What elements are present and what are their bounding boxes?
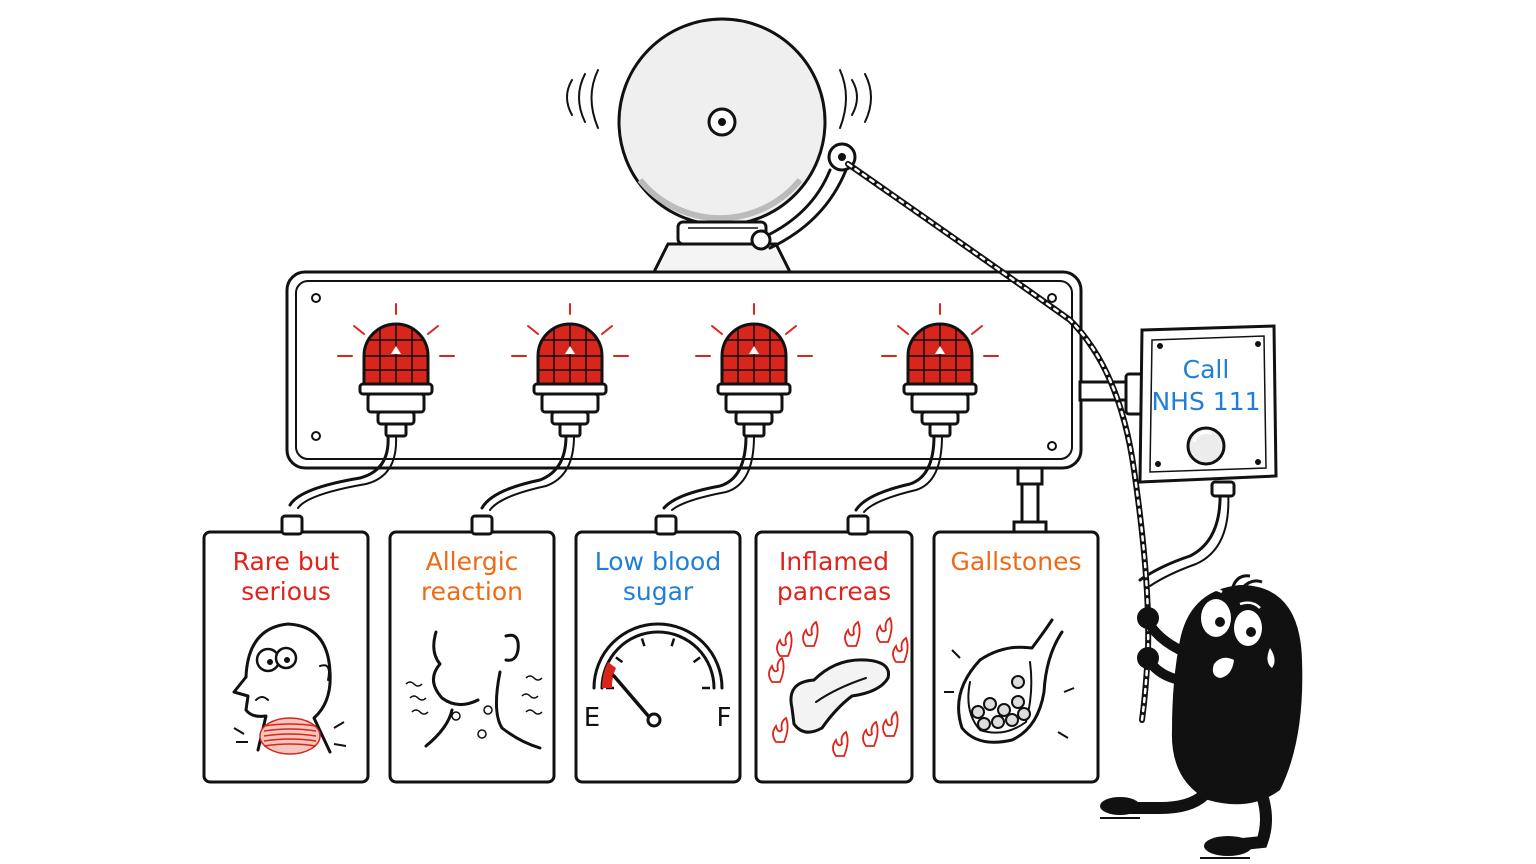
card-title-line2: reaction <box>421 577 523 606</box>
card-title-line1: Gallstones <box>951 547 1082 576</box>
alarm-bell-icon <box>566 17 872 274</box>
gauge-empty-label: E <box>584 703 600 733</box>
warning-lamp-icon <box>511 303 629 438</box>
warning-lamp-icon <box>881 303 999 438</box>
card-title-line2: serious <box>241 577 331 606</box>
call-button-icon[interactable] <box>1186 426 1226 466</box>
worried-character-icon <box>1100 574 1303 859</box>
card-title-line2: pancreas <box>777 577 891 606</box>
gauge-needle <box>612 674 652 720</box>
card-title-line1: Rare but <box>233 547 340 576</box>
card-title-line1: Allergic <box>426 547 519 576</box>
call-box: Call NHS 111 <box>1138 324 1278 484</box>
warning-lamp-icon <box>695 303 813 438</box>
lamp-panel <box>285 270 1083 470</box>
warning-lamp-icon <box>337 303 455 438</box>
card-title-line1: Low blood <box>595 547 721 576</box>
gauge-full-label: F <box>717 703 732 733</box>
call-box-line1: Call <box>1183 355 1230 384</box>
card-title-line2: sugar <box>623 577 694 606</box>
rash-neck-icon <box>405 630 543 750</box>
swollen-throat-face-icon <box>232 622 347 755</box>
call-box-line2: NHS 111 <box>1151 387 1260 416</box>
pancreas-flames-icon <box>768 616 909 757</box>
symptom-card: Gallstones <box>932 530 1100 784</box>
card-title-line1: Inflamed <box>779 547 889 576</box>
wires <box>288 434 1236 587</box>
gallbladder-stones-icon <box>944 618 1075 744</box>
lamps-layer <box>337 303 999 438</box>
